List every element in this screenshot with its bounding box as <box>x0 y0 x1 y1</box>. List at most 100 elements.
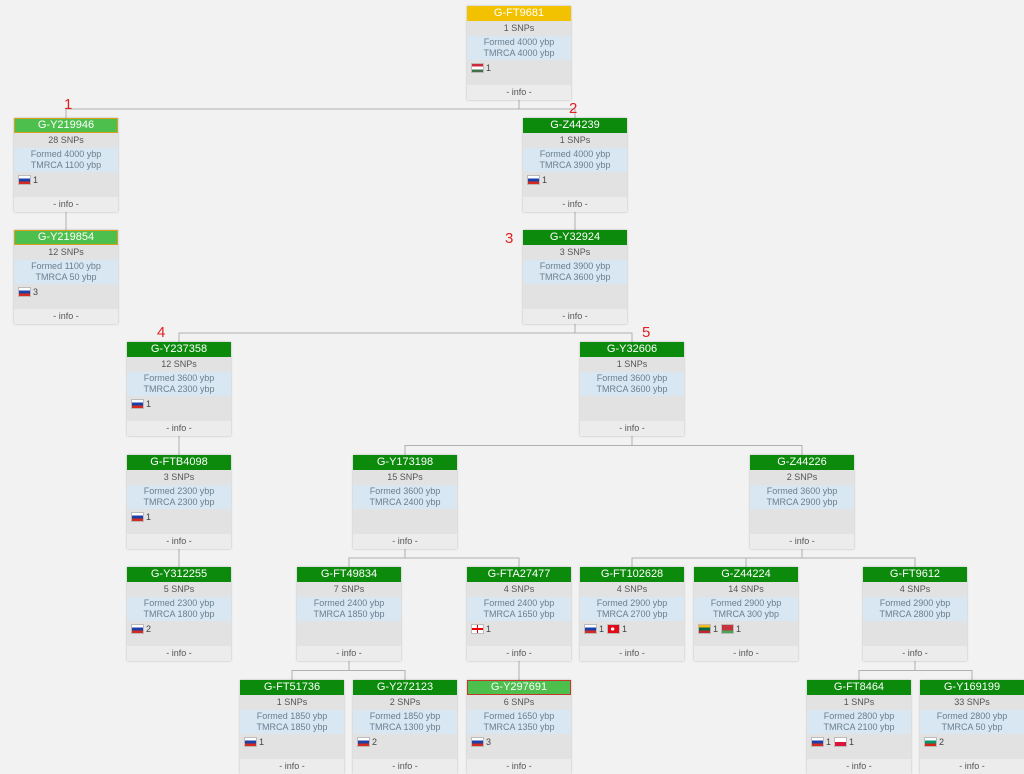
node-info-link[interactable]: - info - <box>467 646 571 661</box>
node-info-link[interactable]: - info - <box>694 646 798 661</box>
node-title[interactable]: G-FTA27477 <box>467 567 571 582</box>
node-title[interactable]: G-FT8464 <box>807 680 911 695</box>
node-info-link[interactable]: - info - <box>353 534 457 549</box>
node-title[interactable]: G-FT49834 <box>297 567 401 582</box>
node-info-link[interactable]: - info - <box>523 309 627 324</box>
node-info-link[interactable]: - info - <box>523 197 627 212</box>
node-snp-count: 6 SNPs <box>467 695 571 710</box>
node-title[interactable]: G-Y32924 <box>523 230 627 245</box>
node-title[interactable]: G-Y297691 <box>467 680 571 695</box>
node-title[interactable]: G-FT51736 <box>240 680 344 695</box>
russia-flag-icon <box>811 736 824 747</box>
node-formed: Formed 2800 ybp <box>823 711 895 721</box>
node-info-link[interactable]: - info - <box>467 759 571 774</box>
country-count: 1 <box>486 62 492 73</box>
node-info-link[interactable]: - info - <box>127 534 231 549</box>
node-info-link[interactable]: - info - <box>297 646 401 661</box>
node-formed: Formed 2300 ybp <box>143 486 215 496</box>
node-info-link[interactable]: - info - <box>127 421 231 436</box>
node-tmrca: TMRCA 3600 ybp <box>596 384 668 394</box>
node-title[interactable]: G-Y219854 <box>14 230 118 245</box>
node-snp-count: 15 SNPs <box>353 470 457 485</box>
node-title[interactable]: G-Y312255 <box>127 567 231 582</box>
country-count: 2 <box>939 736 945 747</box>
node-tmrca: TMRCA 2300 ybp <box>143 384 215 394</box>
node-info-link[interactable]: - info - <box>127 646 231 661</box>
node-countries: 2 <box>127 621 231 646</box>
node-info-link[interactable]: - info - <box>920 759 1024 774</box>
hungary-flag-icon <box>471 62 484 73</box>
russia-flag-icon <box>357 736 370 747</box>
node-title[interactable]: G-FT102628 <box>580 567 684 582</box>
node-formed: Formed 2900 ybp <box>879 598 951 608</box>
country-count: 1 <box>736 623 742 634</box>
node-title[interactable]: G-Y169199 <box>920 680 1024 695</box>
node-title[interactable]: G-Y219946 <box>14 118 118 133</box>
node-snp-count: 33 SNPs <box>920 695 1024 710</box>
node-title[interactable]: G-FT9681 <box>467 6 571 21</box>
node-title[interactable]: G-Y173198 <box>353 455 457 470</box>
node-snp-count: 5 SNPs <box>127 582 231 597</box>
node-info-link[interactable]: - info - <box>353 759 457 774</box>
node-snp-count: 1 SNPs <box>807 695 911 710</box>
country-count: 1 <box>622 623 628 634</box>
node-snp-count: 12 SNPs <box>127 357 231 372</box>
country-count: 3 <box>486 736 492 747</box>
russia-flag-icon <box>527 174 540 185</box>
node-formed: Formed 4000 ybp <box>539 149 611 159</box>
node-title[interactable]: G-Z44226 <box>750 455 854 470</box>
marker-number-1: 1 <box>64 96 73 113</box>
node-info-link[interactable]: - info - <box>750 534 854 549</box>
node-info-link[interactable]: - info - <box>14 309 118 324</box>
node-tmrca: TMRCA 2800 ybp <box>879 609 951 619</box>
node-snp-count: 3 SNPs <box>523 245 627 260</box>
node-info-link[interactable]: - info - <box>240 759 344 774</box>
node-title[interactable]: G-Z44239 <box>523 118 627 133</box>
node-info-link[interactable]: - info - <box>863 646 967 661</box>
node-title[interactable]: G-Z44224 <box>694 567 798 582</box>
node-info-link[interactable]: - info - <box>580 646 684 661</box>
node-title[interactable]: G-Y32606 <box>580 342 684 357</box>
node-title[interactable]: G-Y272123 <box>353 680 457 695</box>
node-tmrca: TMRCA 1100 ybp <box>30 160 102 170</box>
node-tmrca: TMRCA 4000 ybp <box>483 48 555 58</box>
node-info-link[interactable]: - info - <box>807 759 911 774</box>
node-title[interactable]: G-FTB4098 <box>127 455 231 470</box>
node-info-link[interactable]: - info - <box>580 421 684 436</box>
node-info-link[interactable]: - info - <box>467 85 571 100</box>
node-info-link[interactable]: - info - <box>14 197 118 212</box>
node-title[interactable]: G-Y237358 <box>127 342 231 357</box>
node-title[interactable]: G-FT9612 <box>863 567 967 582</box>
